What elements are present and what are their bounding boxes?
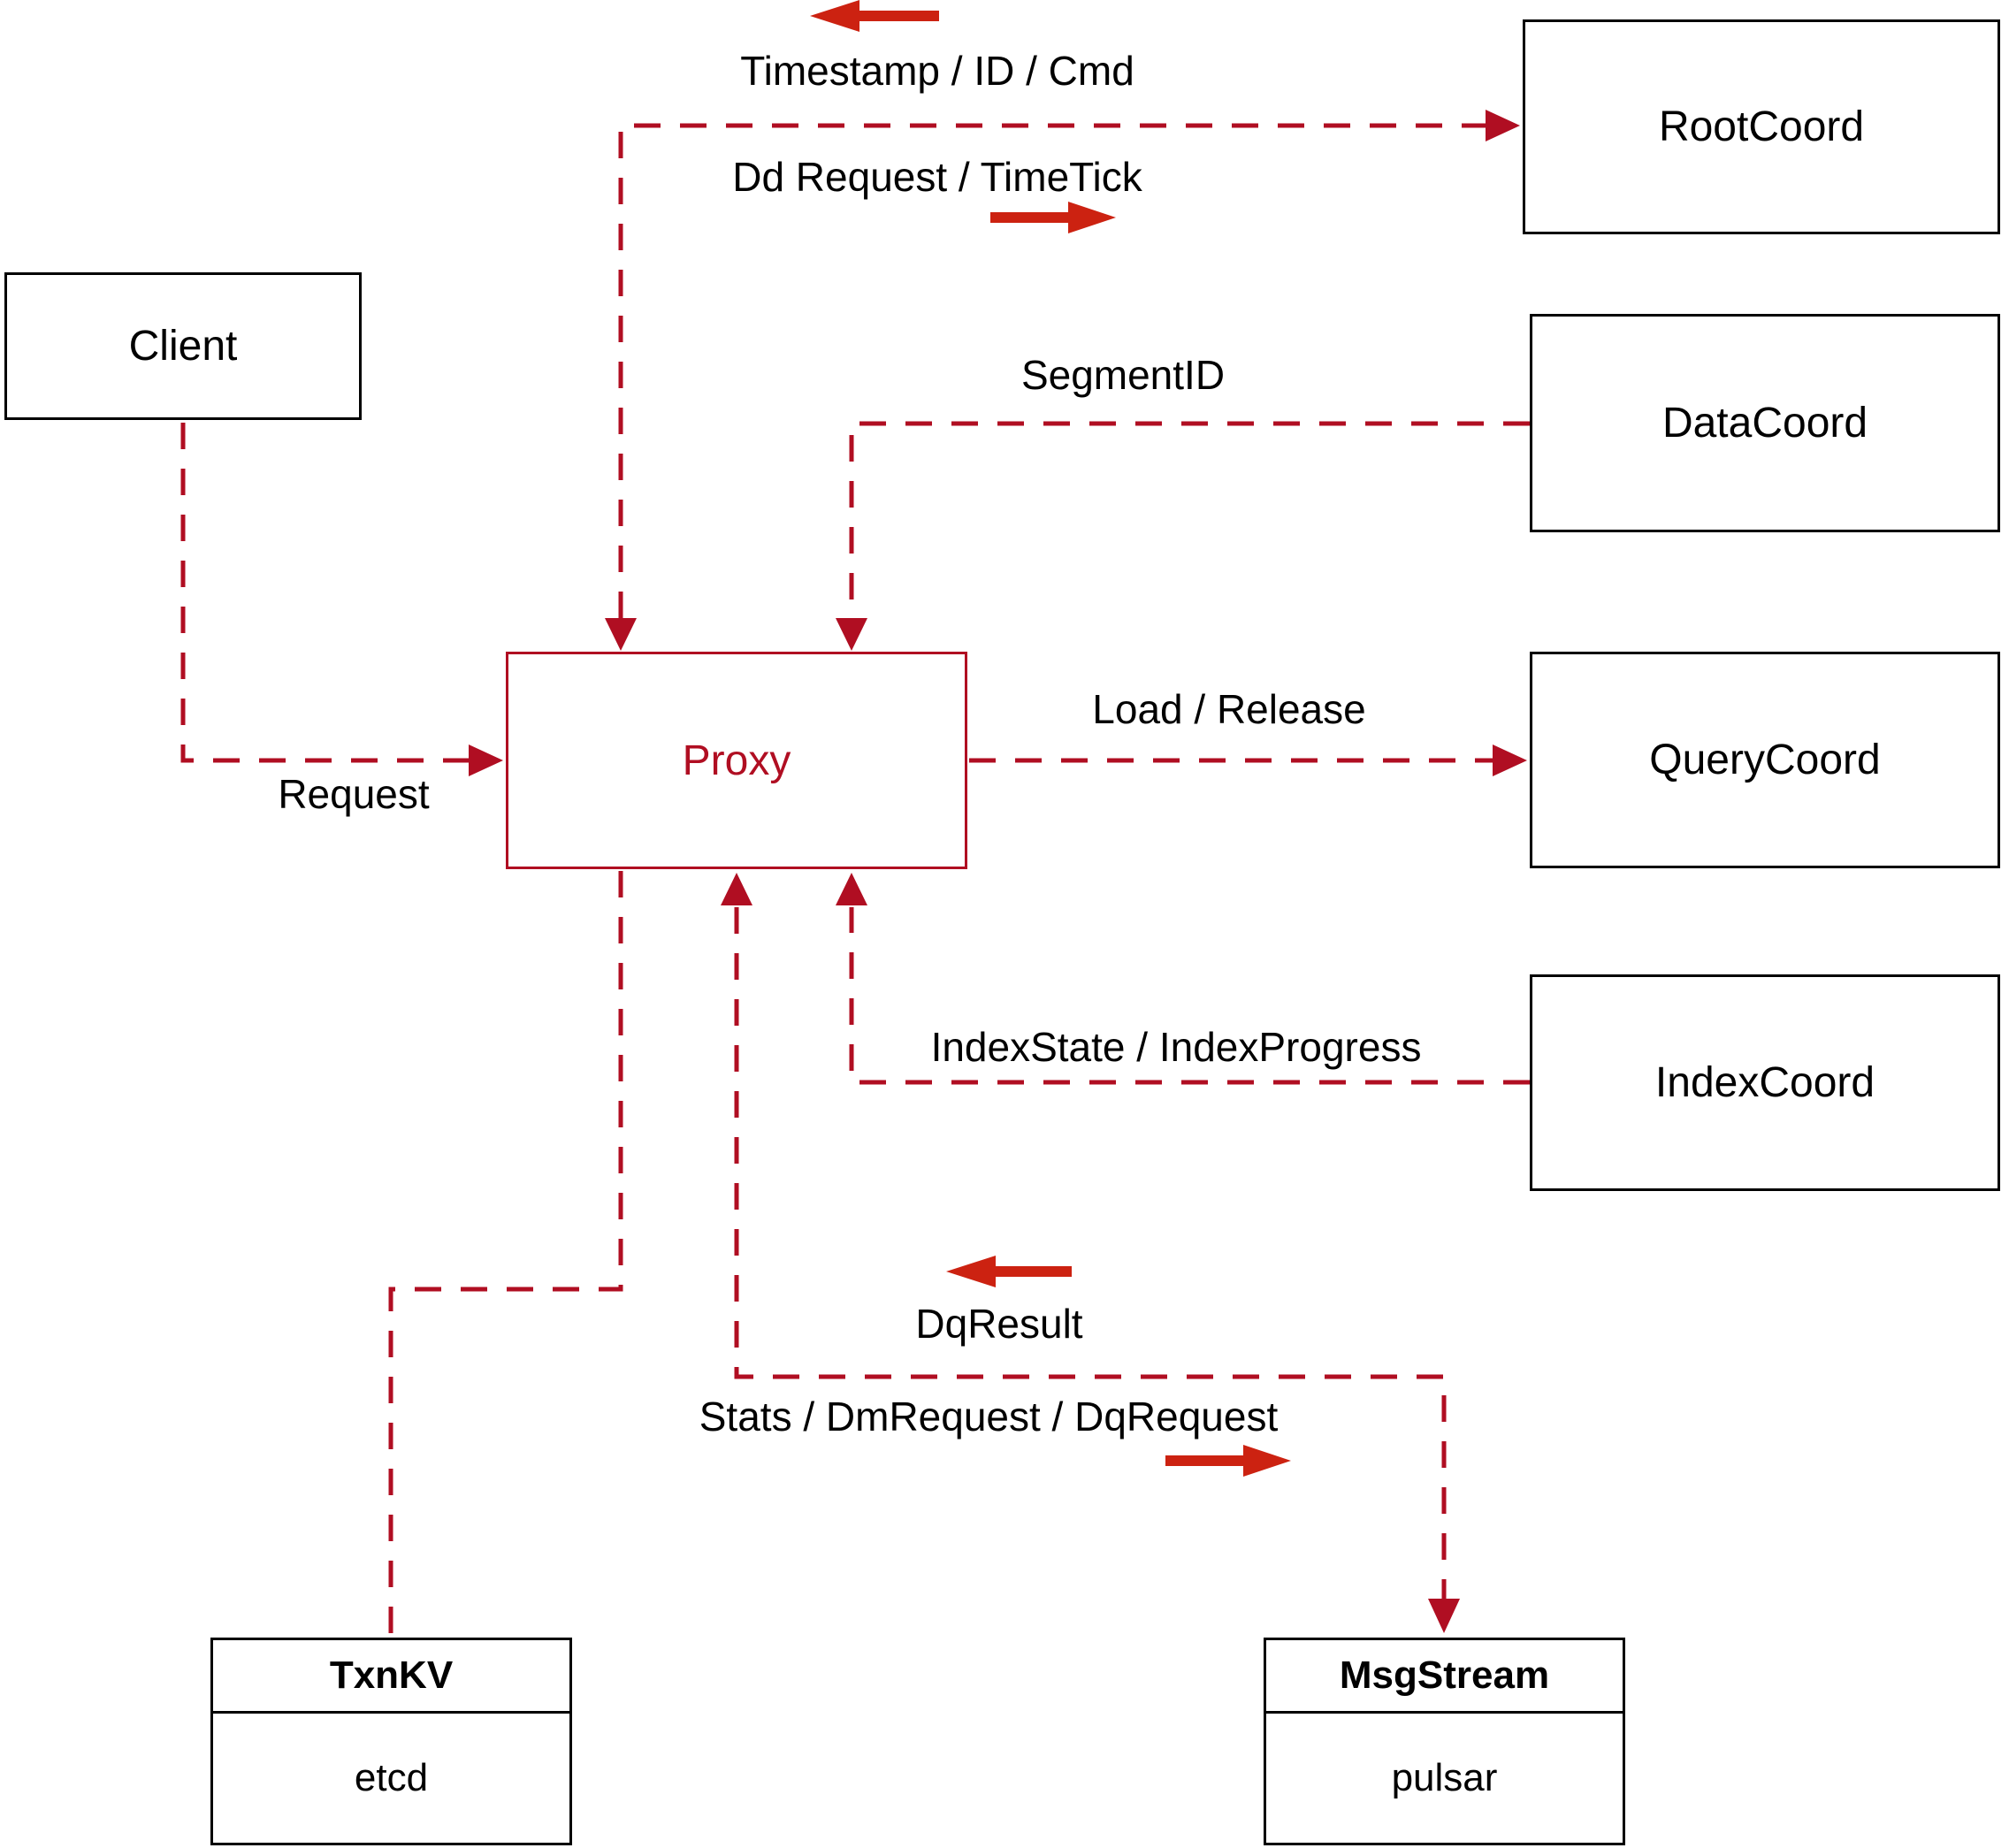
arrowhead-into-proxy-bottom-left	[721, 873, 752, 905]
node-querycoord-label: QueryCoord	[1649, 737, 1881, 783]
edge-label-segment-id: SegmentID	[1015, 351, 1231, 399]
arrowhead-into-querycoord	[1493, 745, 1527, 776]
node-indexcoord-label: IndexCoord	[1654, 1059, 1875, 1106]
edge-label-stats: Stats / DmRequest / DqRequest	[693, 1393, 1284, 1440]
node-querycoord: QueryCoord	[1530, 652, 2000, 868]
arrowhead-into-proxy-top-left	[605, 618, 637, 651]
edge-label-dq-result: DqResult	[910, 1300, 1089, 1348]
edge-label-dd-request: Dd Request / TimeTick	[727, 153, 1148, 201]
node-proxy-label: Proxy	[682, 737, 791, 784]
node-rootcoord-label: RootCoord	[1658, 103, 1865, 150]
arrow-right-icon	[990, 202, 1116, 233]
edge-indexcoord-proxy	[849, 907, 1530, 1085]
edge-label-index-state: IndexState / IndexProgress	[925, 1023, 1427, 1071]
edge-datacoord-proxy	[849, 421, 1530, 618]
edge-proxy-rootcoord	[618, 123, 1486, 618]
node-rootcoord: RootCoord	[1523, 19, 2000, 234]
arrowhead-into-proxy-left	[469, 745, 503, 776]
node-datacoord: DataCoord	[1530, 314, 2000, 532]
node-txnkv-subtitle: etcd	[354, 1756, 429, 1799]
node-client: Client	[4, 272, 362, 420]
arrow-left-icon	[810, 0, 939, 32]
edge-client-proxy	[180, 423, 469, 763]
node-proxy: Proxy	[506, 652, 967, 869]
node-msgstream-title: MsgStream	[1266, 1640, 1623, 1714]
node-txnkv-title: TxnKV	[213, 1640, 569, 1714]
arrow-left-icon	[946, 1256, 1072, 1287]
edge-label-timestamp: Timestamp / ID / Cmd	[735, 47, 1140, 95]
arrowhead-into-rootcoord	[1486, 110, 1520, 141]
arrowhead-into-proxy-bottom-right	[836, 873, 867, 905]
edge-label-load-release: Load / Release	[1087, 685, 1371, 733]
arrowhead-into-msgstream	[1428, 1599, 1460, 1633]
node-client-label: Client	[128, 323, 238, 370]
edge-proxy-msgstream	[734, 907, 1447, 1599]
arrowhead-into-proxy-top-right	[836, 618, 867, 651]
arrow-right-icon	[1165, 1445, 1291, 1477]
node-msgstream: MsgStream pulsar	[1264, 1638, 1625, 1845]
edge-label-request: Request	[272, 770, 435, 818]
edge-proxy-txnkv	[388, 871, 623, 1636]
node-msgstream-subtitle: pulsar	[1391, 1756, 1498, 1799]
node-txnkv: TxnKV etcd	[210, 1638, 572, 1845]
node-datacoord-label: DataCoord	[1661, 400, 1868, 447]
node-indexcoord: IndexCoord	[1530, 974, 2000, 1191]
